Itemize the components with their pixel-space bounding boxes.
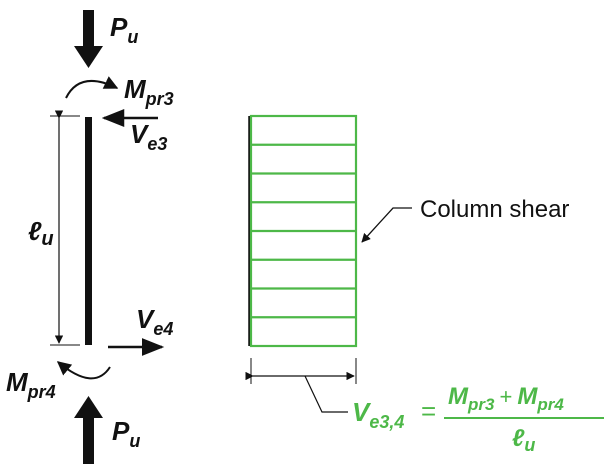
width-dimension (245, 358, 357, 413)
moment-bottom-label: Mpr4 (6, 367, 56, 402)
axial-load-top-label: Pu (110, 12, 138, 47)
axial-load-top-arrow (74, 10, 103, 68)
axial-load-bottom-arrow (74, 396, 103, 464)
length-label: ℓu (28, 216, 54, 250)
moment-bottom-arrow (56, 361, 111, 380)
shear-bottom-label: Ve4 (136, 304, 173, 339)
formula-lhs: Ve3,4 (352, 397, 404, 432)
moment-top-label: Mpr3 (124, 74, 174, 109)
shear-formula: Ve3,4 = Mpr3+Mpr4 ℓu (352, 383, 604, 455)
shear-top-label: Ve3 (130, 119, 167, 154)
column-shear-leader (361, 207, 412, 243)
length-dimension (50, 110, 80, 346)
axial-load-bottom-label: Pu (112, 416, 140, 451)
formula-numerator: Mpr3+Mpr4 (448, 383, 564, 414)
column-shear-label: Column shear (420, 196, 569, 223)
column (85, 117, 92, 345)
shear-diagram (249, 114, 358, 348)
formula-equals: = (421, 396, 436, 426)
formula-denominator: ℓu (512, 425, 535, 455)
moment-top-arrow (65, 76, 119, 99)
